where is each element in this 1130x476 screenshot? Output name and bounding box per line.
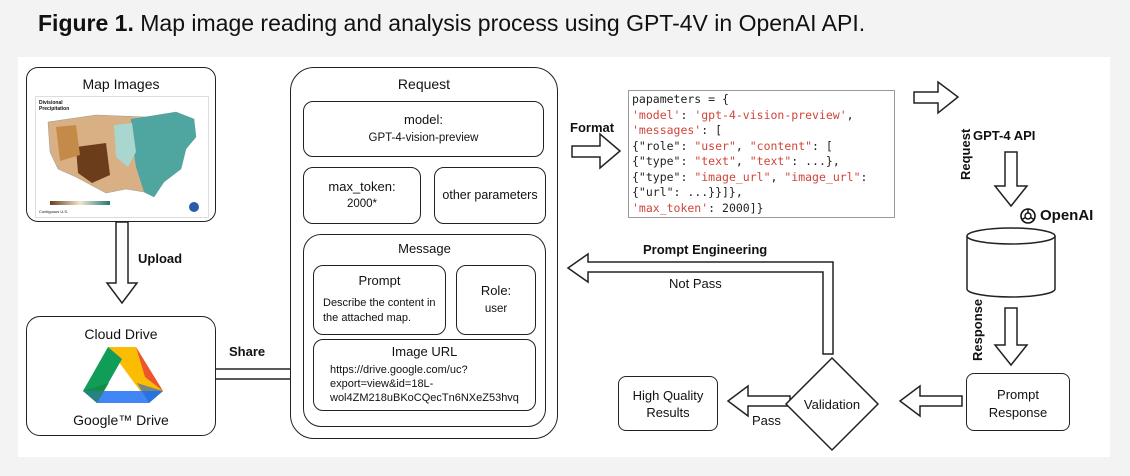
max-token-value: 2000* xyxy=(346,198,378,210)
map-images-box: Map Images Divisional Precipitation Cont… xyxy=(26,67,216,222)
parameters-code-box xyxy=(628,90,895,218)
high-quality-line-2: Results xyxy=(646,405,690,420)
max-token-label: max_token: xyxy=(328,179,396,194)
prompt-text-1: Describe the content in xyxy=(323,297,436,309)
response-side-label: Response xyxy=(970,298,985,361)
parameters-code: papameters = { 'model': 'gpt-4-vision-pr… xyxy=(632,92,868,215)
model-box: model: GPT-4-vision-preview xyxy=(303,101,544,157)
map-images-title: Map Images xyxy=(82,76,160,92)
map-heading: Divisional Precipitation xyxy=(39,100,70,112)
other-params-label: other parameters xyxy=(442,188,538,202)
prompt-box: Prompt Describe the content in the attac… xyxy=(313,265,446,335)
response-down-arrow xyxy=(993,307,1029,367)
request-down-arrow xyxy=(993,151,1029,208)
image-url-line-1: https://drive.google.com/uc? xyxy=(330,364,468,376)
cloud-drive-box: Cloud Drive Google™ Drive xyxy=(26,316,216,436)
model-value: GPT-4-vision-preview xyxy=(368,132,479,144)
high-quality-results-box: High Quality Results xyxy=(618,376,718,431)
format-arrow xyxy=(571,132,622,170)
image-url-line-3: wol4ZM218uBKoCQecTn6NXeZ53hvq xyxy=(330,392,519,404)
gpt4-api-label: GPT-4 API xyxy=(973,128,1036,143)
image-url-box: Image URL https://drive.google.com/uc? e… xyxy=(313,339,536,411)
validation-label: Validation xyxy=(803,397,861,412)
openai-logo-icon xyxy=(1020,208,1036,224)
google-drive-icon xyxy=(83,347,163,403)
upload-label: Upload xyxy=(138,251,183,266)
high-quality-line-1: High Quality xyxy=(632,388,704,403)
us-precipitation-map: Divisional Precipitation Contiguous U.S. xyxy=(35,96,209,218)
pass-arrow xyxy=(726,384,791,418)
response-to-validation-arrow xyxy=(898,384,963,418)
prompt-response-line-2: Response xyxy=(988,405,1048,420)
prompt-response-line-1: Prompt xyxy=(997,387,1039,402)
max-token-box: max_token: 2000* xyxy=(303,167,421,224)
role-box: Role: user xyxy=(456,265,536,335)
figure-label: Figure 1. xyxy=(38,10,134,36)
image-url-title: Image URL xyxy=(391,344,458,359)
format-label: Format xyxy=(570,120,615,135)
openai-label: OpenAI xyxy=(1040,207,1094,224)
role-label: Role: xyxy=(480,283,512,298)
validation-diamond xyxy=(784,356,880,452)
request-title: Request xyxy=(397,76,451,92)
figure-caption: Figure 1. Map image reading and analysis… xyxy=(38,10,865,37)
cloud-drive-title: Cloud Drive xyxy=(84,326,158,342)
other-params-box: other parameters xyxy=(434,167,546,224)
prompt-title: Prompt xyxy=(358,273,401,288)
model-label: model: xyxy=(403,112,444,127)
prompt-response-box: Prompt Response xyxy=(966,373,1070,431)
map-footer-text: Contiguous U.S. xyxy=(39,209,69,214)
prompt-text-2: the attached map. xyxy=(323,312,412,324)
image-url-line-2: export=view&id=18L- xyxy=(330,378,434,390)
prompt-engineering-label: Prompt Engineering xyxy=(643,242,768,257)
upload-arrow xyxy=(105,221,139,305)
share-label: Share xyxy=(229,344,266,359)
pass-label: Pass xyxy=(752,413,781,428)
api-arrow xyxy=(913,80,960,115)
google-drive-label: Google™ Drive xyxy=(73,412,169,428)
role-value: user xyxy=(484,303,508,315)
not-pass-arrow xyxy=(566,252,834,355)
not-pass-label: Not Pass xyxy=(669,276,722,291)
map-shape xyxy=(47,111,199,212)
request-side-label: Request xyxy=(958,128,973,180)
database-cylinder xyxy=(966,227,1056,298)
figure-caption-text: Map image reading and analysis process u… xyxy=(140,10,866,36)
message-title: Message xyxy=(398,241,451,256)
